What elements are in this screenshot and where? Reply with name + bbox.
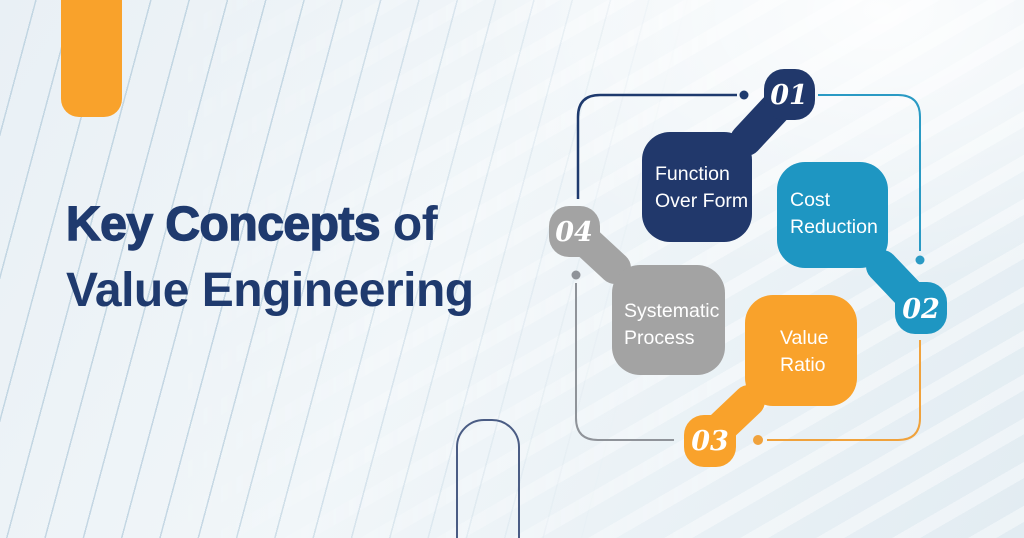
connector-03-to-04	[575, 283, 674, 441]
concept-02-number: 02	[902, 294, 940, 325]
concept-01-number: 01	[770, 80, 808, 111]
connector-dot-03	[753, 435, 763, 445]
page-title: Key Concepts of Value Engineering	[65, 192, 474, 324]
concept-02-group: 02 Cost Reduction	[777, 162, 947, 334]
connector-dot-02	[915, 255, 925, 265]
concept-01-label-line2: Over Form	[655, 190, 748, 212]
concept-04-number: 04	[555, 217, 593, 248]
connector-04-to-01	[576, 93, 737, 199]
concept-04-number-badge	[549, 206, 600, 257]
connector-dot-01	[739, 90, 749, 100]
title-rest: of	[380, 198, 438, 251]
concept-03-box	[745, 295, 857, 406]
title-emphasis: Key Concepts	[65, 197, 381, 251]
concept-02-number-badge	[895, 282, 947, 334]
connector-01-to-02	[818, 94, 921, 251]
concept-03-number-badge	[684, 415, 736, 467]
title-line-1: Key Concepts of	[65, 192, 474, 258]
concept-01-box	[642, 132, 752, 242]
accent-bar	[61, 0, 122, 117]
connector-dot-04	[571, 270, 581, 280]
connector-02-to-03	[767, 340, 921, 441]
concept-03-label-line1: Value	[780, 327, 828, 349]
concept-04-group: 04 Systematic Process	[549, 206, 725, 375]
concept-02-label-line1: Cost	[790, 189, 831, 211]
concept-02-label-line2: Reduction	[790, 216, 878, 238]
decorative-pill-outline	[456, 419, 520, 538]
concept-01-label-line1: Function	[655, 163, 730, 185]
concept-03-label-line2: Ratio	[780, 354, 826, 376]
concept-03-number: 03	[691, 426, 729, 457]
concept-04-label-line1: Systematic	[624, 300, 720, 322]
concept-04-box	[612, 265, 725, 375]
title-line-2: Value Engineering	[66, 264, 474, 317]
concept-03-group: 03 Value Ratio	[684, 295, 857, 467]
concept-01-number-badge	[764, 69, 815, 120]
concept-02-box	[777, 162, 888, 268]
concept-01-group: 01 Function Over Form	[642, 69, 815, 242]
concept-04-label-line2: Process	[624, 327, 695, 349]
